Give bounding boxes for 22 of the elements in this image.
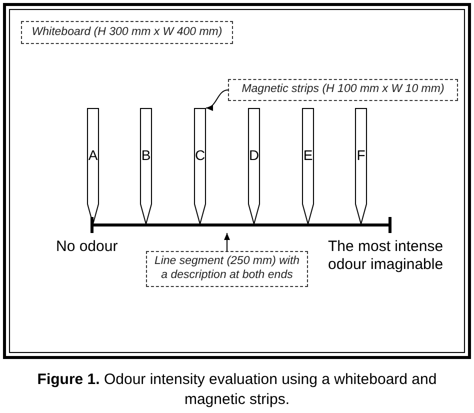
callout-box: Whiteboard (H 300 mm x W 400 mm) [21,21,233,44]
magnetic-strip [355,108,367,224]
strip-letter: E [302,148,314,162]
strip-letter: B [140,148,152,162]
leader-arrow [224,232,230,252]
magnetic-strip [302,108,314,224]
whiteboard [3,3,471,359]
strip-letter: C [194,148,206,162]
strip-letter: A [87,148,99,162]
magnetic-strip [194,108,206,224]
scale-end-label: The most intense odour imaginable [328,238,444,274]
figure-caption: Figure 1. Odour intensity evaluation using a whiteboard and magnetic strips. [36,370,438,410]
magnetic-strip [87,108,99,224]
strip-letter: F [356,148,366,162]
scale-end-label: No odour [56,238,119,256]
callout-box: Line segment (250 mm) with a description at both ends [146,251,308,287]
leader-arrow [206,90,228,110]
line-segment [90,217,392,233]
magnetic-strip [140,108,152,224]
magnetic-strip [248,108,260,224]
strip-letter: D [248,148,260,162]
callout-box: Magnetic strips (H 100 mm x W 10 mm) [228,79,458,101]
